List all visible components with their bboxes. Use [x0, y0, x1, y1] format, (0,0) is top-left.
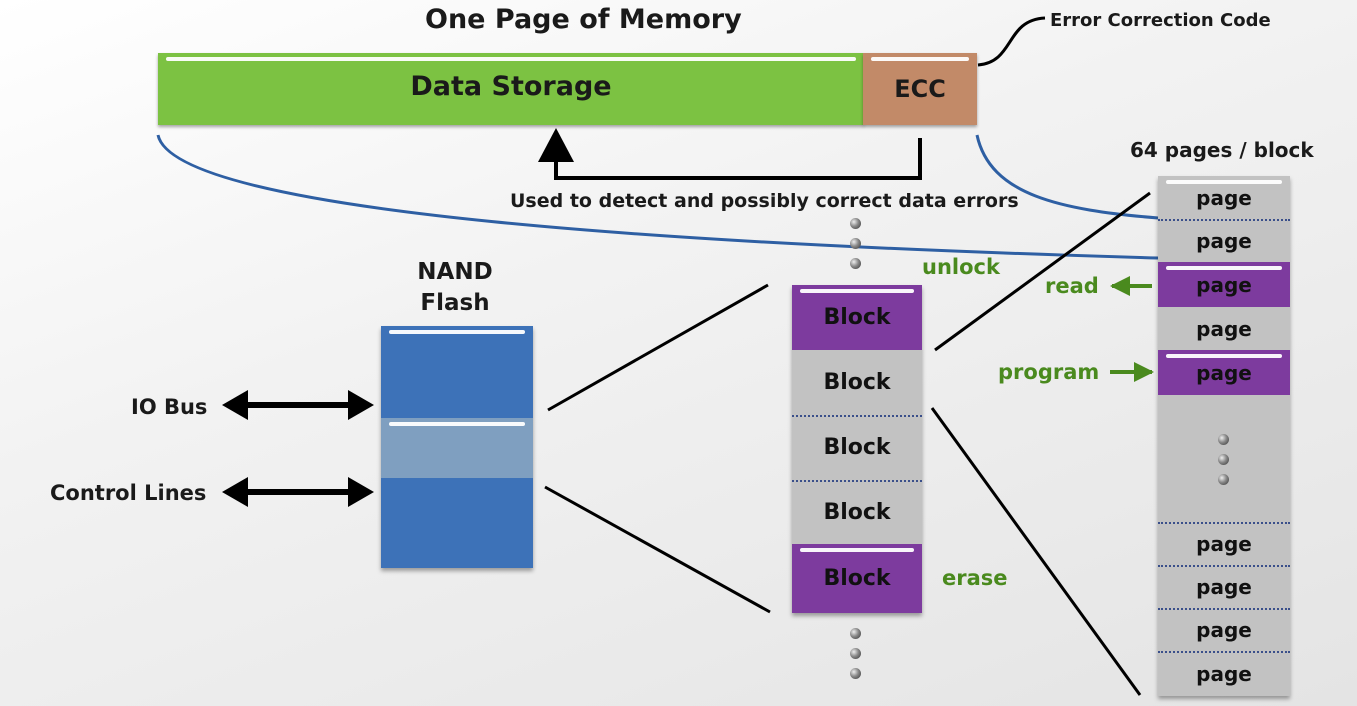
ellipsis-dot: [850, 648, 861, 659]
block-cell: Block: [792, 285, 922, 350]
ellipsis-dot: [1218, 474, 1229, 485]
ellipsis-dot: [850, 668, 861, 679]
nand-to-block-line-top: [547, 283, 769, 412]
page-label: page: [1196, 531, 1252, 556]
block-to-page-line-bottom: [930, 407, 1142, 696]
page-cell-read: page: [1158, 262, 1290, 307]
block-cell: Block: [792, 415, 922, 480]
program-label: program: [998, 360, 1100, 384]
nand-chip: [381, 326, 533, 568]
page-cell: page: [1158, 307, 1290, 350]
block-label: Block: [823, 566, 891, 591]
block-label: Block: [823, 305, 891, 330]
erase-label: erase: [942, 566, 1008, 590]
ecc-bar: ECC: [863, 53, 977, 125]
page-column: page page page page page page page page …: [1158, 176, 1290, 696]
ecc-callout-label: Error Correction Code: [1050, 10, 1271, 31]
block-cell: Block: [792, 544, 922, 613]
io-bus-arrow: [222, 390, 374, 420]
ellipsis-dot: [850, 238, 861, 249]
block-to-page-line-top: [934, 191, 1151, 352]
ellipsis-dot: [850, 258, 861, 269]
block-column: Block Block Block Block Block: [792, 285, 922, 613]
ecc-feedback-line: [554, 138, 922, 180]
unlock-label: unlock: [922, 255, 1000, 279]
nand-title-line1: NAND: [417, 259, 493, 285]
page-label: page: [1196, 316, 1252, 341]
ecc-callout-line: [977, 16, 1046, 67]
page-label: page: [1196, 360, 1252, 385]
block-label: Block: [823, 370, 891, 395]
page-cell: page: [1158, 651, 1290, 696]
page-label: page: [1196, 617, 1252, 642]
ellipsis-dot: [850, 628, 861, 639]
page-label: page: [1196, 228, 1252, 253]
page-title: One Page of Memory: [425, 4, 742, 35]
data-storage-label: Data Storage: [410, 71, 612, 102]
read-label: read: [1045, 274, 1099, 298]
block-cell: Block: [792, 350, 922, 415]
control-lines-arrow: [222, 477, 374, 507]
nand-to-block-line-bottom: [544, 485, 771, 614]
page-cell: page: [1158, 565, 1290, 608]
control-lines-label: Control Lines: [50, 481, 207, 505]
nand-segment-middle: [381, 418, 533, 478]
ellipsis-dot: [1218, 434, 1229, 445]
ecc-note: Used to detect and possibly correct data…: [510, 190, 1019, 212]
ecc-label: ECC: [894, 75, 946, 103]
ellipsis-dot: [1218, 454, 1229, 465]
nand-segment-bottom: [381, 478, 533, 568]
page-cell: page: [1158, 176, 1290, 219]
page-cell: page: [1158, 219, 1290, 262]
page-cell: page: [1158, 522, 1290, 565]
page-curve-left: [156, 134, 1159, 260]
nand-title-line2: Flash: [420, 290, 490, 316]
block-cell: Block: [792, 480, 922, 544]
page-label: page: [1196, 661, 1252, 686]
ellipsis-dot: [850, 218, 861, 229]
page-label: page: [1196, 185, 1252, 210]
block-label: Block: [823, 499, 891, 525]
data-storage-bar: Data Storage: [158, 53, 864, 125]
nand-segment-top: [381, 326, 533, 418]
page-label: page: [1196, 272, 1252, 297]
ecc-feedback-arrowhead: [538, 128, 574, 162]
pages-per-block-label: 64 pages / block: [1130, 138, 1314, 162]
io-bus-label: IO Bus: [131, 395, 208, 419]
nand-flash-title: NAND Flash: [407, 257, 503, 319]
page-cell-program: page: [1158, 350, 1290, 395]
page-cell: page: [1158, 608, 1290, 651]
page-label: page: [1196, 574, 1252, 599]
block-label: Block: [823, 435, 891, 460]
